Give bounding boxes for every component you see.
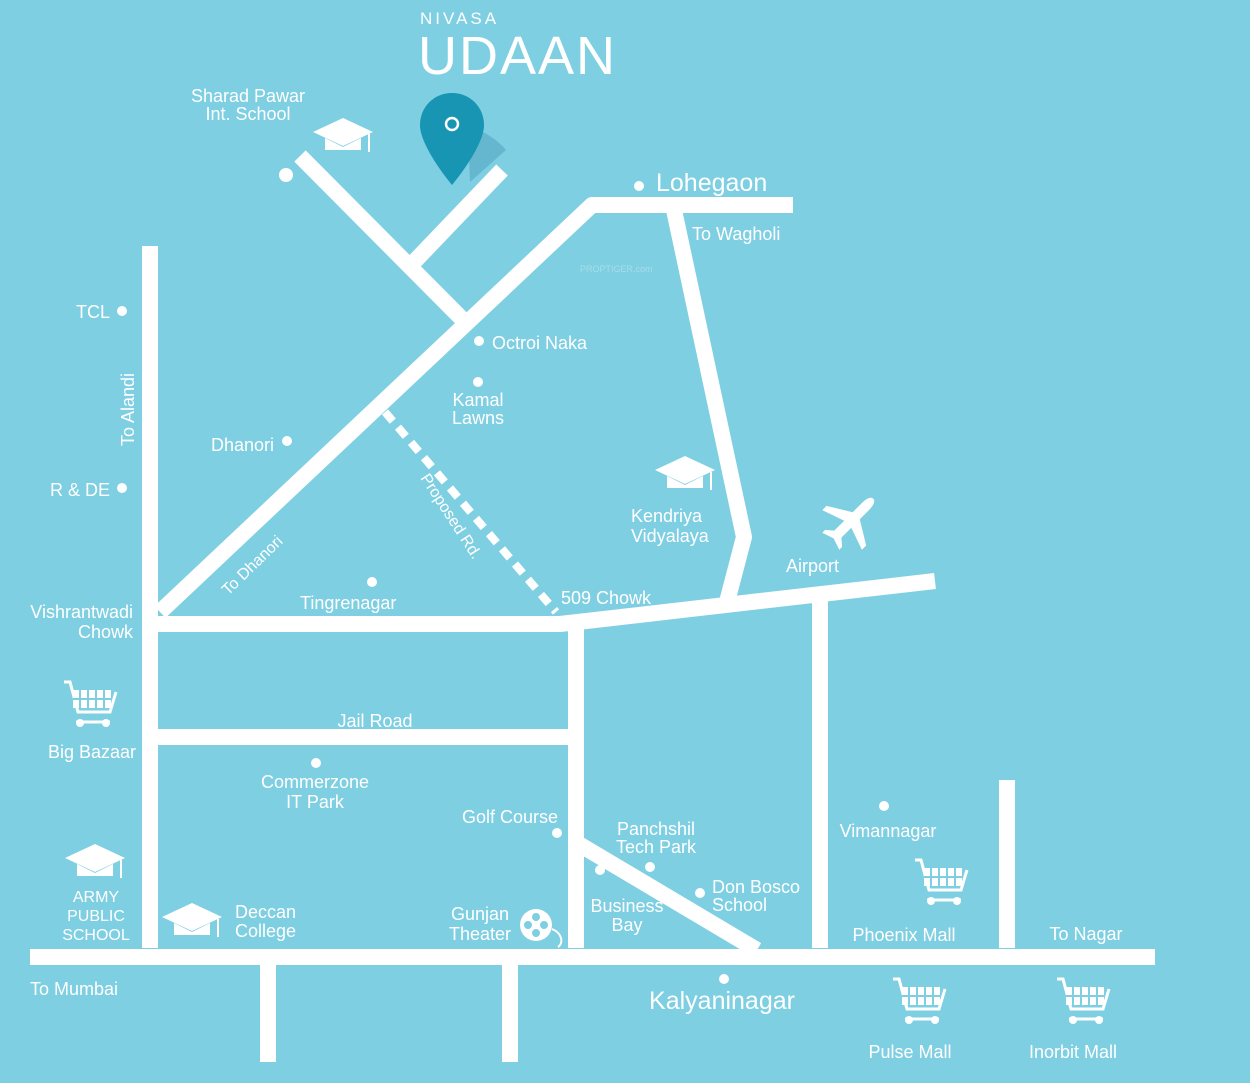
label-commerzone-2: IT Park bbox=[286, 792, 345, 812]
label-golf-course: Golf Course bbox=[462, 807, 558, 827]
dot-vimannagar bbox=[879, 801, 889, 811]
shopping-cart-icon bbox=[915, 858, 969, 905]
label-octroi-naka: Octroi Naka bbox=[492, 333, 588, 353]
label-to-mumbai: To Mumbai bbox=[30, 979, 118, 999]
proposed-road bbox=[381, 409, 560, 615]
dot-sharad-pawar bbox=[279, 168, 293, 182]
road-project-access bbox=[407, 164, 508, 269]
dot-dhanori bbox=[282, 436, 292, 446]
label-gunjan-2: Theater bbox=[449, 924, 511, 944]
brand-title: UDAAN bbox=[418, 26, 617, 86]
label-tingrenagar: Tingrenagar bbox=[300, 593, 396, 613]
road-509-chowk bbox=[150, 573, 936, 632]
dot-kamal-lawns bbox=[473, 377, 483, 387]
label-kendriya-1: Kendriya bbox=[631, 506, 703, 526]
airplane-icon bbox=[822, 497, 875, 550]
graduation-cap-icon bbox=[313, 118, 373, 152]
label-deccan-1: Deccan bbox=[235, 902, 296, 922]
brand-top: NIVASA bbox=[420, 9, 499, 28]
dot-don-bosco bbox=[695, 888, 705, 898]
label-army-3: SCHOOL bbox=[62, 927, 130, 944]
label-rde: R & DE bbox=[50, 480, 110, 500]
graduation-cap-icon bbox=[162, 903, 222, 937]
dot-golf-course bbox=[552, 828, 562, 838]
label-vishrantwadi-1: Vishrantwadi bbox=[30, 602, 133, 622]
label-kamal-1: Kamal bbox=[452, 390, 503, 410]
graduation-cap-icon bbox=[65, 844, 125, 878]
label-to-wagholi: To Wagholi bbox=[692, 224, 780, 244]
label-kamal-2: Lawns bbox=[452, 408, 504, 428]
film-reel-icon bbox=[520, 909, 563, 948]
label-business-2: Bay bbox=[611, 915, 642, 935]
label-gunjan-1: Gunjan bbox=[451, 904, 509, 924]
shopping-cart-icon bbox=[64, 680, 118, 727]
shopping-cart-icon bbox=[893, 977, 947, 1024]
label-deccan-2: College bbox=[235, 921, 296, 941]
label-vishrantwadi-2: Chowk bbox=[78, 622, 134, 642]
graduation-cap-icon bbox=[655, 456, 715, 490]
dot-octroi-naka bbox=[474, 336, 484, 346]
label-airport: Airport bbox=[786, 556, 839, 576]
label-big-bazaar: Big Bazaar bbox=[48, 742, 136, 762]
road-to-project-spur bbox=[294, 150, 471, 328]
dot-business-bay bbox=[595, 865, 605, 875]
label-army-2: PUBLIC bbox=[67, 908, 125, 925]
label-inorbit-mall: Inorbit Mall bbox=[1029, 1042, 1117, 1062]
label-pulse-mall: Pulse Mall bbox=[868, 1042, 951, 1062]
label-509-chowk: 509 Chowk bbox=[561, 588, 652, 608]
label-dhanori: Dhanori bbox=[211, 435, 274, 455]
watermark: PROPTIGER.com bbox=[580, 264, 653, 274]
label-jail-road: Jail Road bbox=[337, 711, 412, 731]
dot-rde bbox=[117, 483, 127, 493]
label-to-nagar: To Nagar bbox=[1049, 924, 1122, 944]
label-vimannagar: Vimannagar bbox=[840, 821, 937, 841]
label-kalyaninagar: Kalyaninagar bbox=[649, 987, 795, 1015]
label-to-alandi: To Alandi bbox=[118, 373, 138, 446]
roads bbox=[30, 150, 1155, 1062]
label-lohegaon: Lohegaon bbox=[656, 169, 767, 197]
dot-tcl bbox=[117, 306, 127, 316]
label-donbosco-1: Don Bosco bbox=[712, 877, 800, 897]
label-kendriya-2: Vidyalaya bbox=[631, 526, 710, 546]
location-dots bbox=[117, 168, 889, 984]
road-panchshil-diagonal bbox=[572, 836, 762, 957]
location-pin-icon bbox=[420, 93, 506, 185]
label-panchshil-2: Tech Park bbox=[616, 837, 697, 857]
label-sharad-pawar-1: Sharad Pawar bbox=[191, 86, 305, 106]
label-business-1: Business bbox=[590, 896, 663, 916]
dot-panchshil bbox=[645, 862, 655, 872]
label-phoenix-mall: Phoenix Mall bbox=[852, 925, 955, 945]
dot-commerzone bbox=[311, 758, 321, 768]
dot-lohegaon bbox=[634, 181, 644, 191]
road-to-wagholi bbox=[666, 208, 752, 605]
shopping-cart-icon bbox=[1057, 977, 1111, 1024]
label-army-1: ARMY bbox=[73, 889, 120, 906]
label-tcl: TCL bbox=[76, 302, 110, 322]
dot-kalyaninagar bbox=[719, 974, 729, 984]
road-dhanori-lohegaon bbox=[154, 197, 793, 618]
label-proposed-rd: Proposed Rd. bbox=[417, 471, 485, 562]
label-panchshil-1: Panchshil bbox=[617, 819, 695, 839]
label-sharad-pawar-2: Int. School bbox=[205, 104, 290, 124]
dot-tingrenagar bbox=[367, 577, 377, 587]
label-donbosco-2: School bbox=[712, 895, 767, 915]
label-commerzone-1: Commerzone bbox=[261, 772, 369, 792]
